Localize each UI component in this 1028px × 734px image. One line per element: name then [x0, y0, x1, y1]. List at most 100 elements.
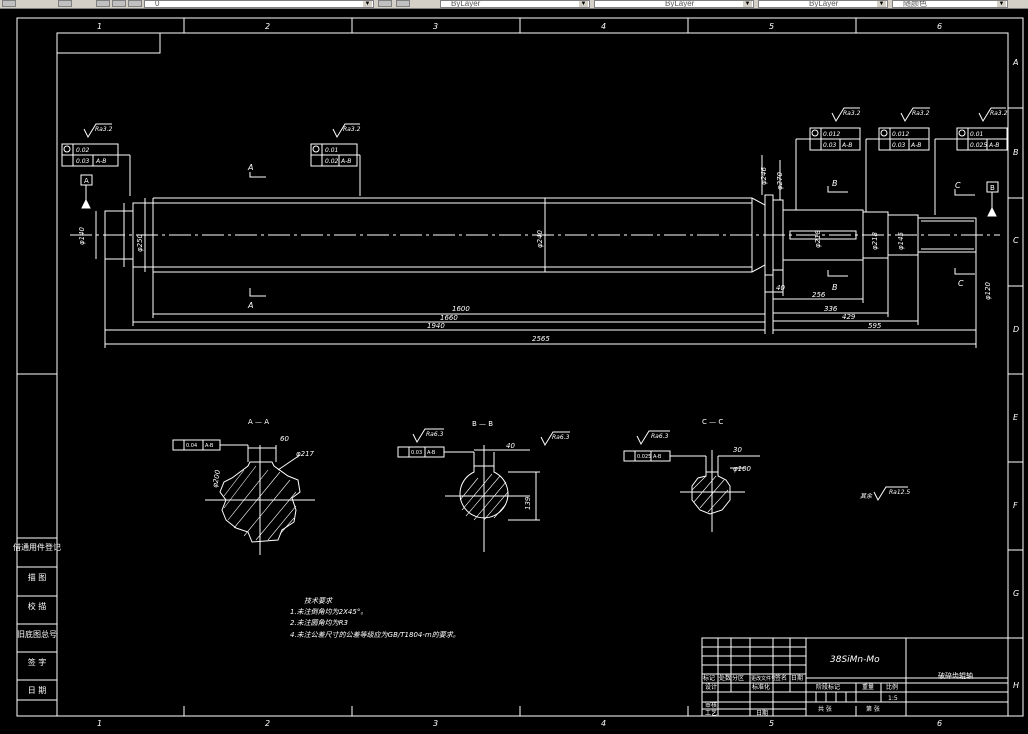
zone-row-label: B — [1013, 148, 1019, 157]
dim-1600: 1600 — [452, 305, 470, 313]
title-change-no: 更改文件号 — [751, 675, 776, 682]
linetype-dropdown[interactable]: ByLayer ▼ — [594, 0, 754, 8]
title-material: 38SiMn-Mo — [830, 655, 880, 665]
side-cell-text: 日 期 — [28, 686, 47, 695]
drawing-canvas[interactable]: 1 2 3 4 5 6 1 2 3 4 5 6 A B C D E F G H … — [0, 9, 1028, 734]
lineweight-dropdown-value: ByLayer — [809, 0, 839, 8]
zone-row-label: C — [1013, 236, 1019, 245]
dim-dia-r2: φ218 — [871, 231, 879, 250]
layer-previous-icon[interactable] — [396, 0, 410, 7]
title-check: 审核 — [705, 701, 717, 709]
zone-col-label: 6 — [937, 22, 942, 31]
datum-markers — [80, 174, 999, 217]
section-b-dim: 139 — [524, 496, 532, 510]
lineweight-dropdown[interactable]: ByLayer▼ — [758, 0, 888, 8]
title-standardize: 标准化 — [752, 683, 770, 691]
title-process: 工艺 — [705, 709, 717, 717]
zone-col-label: 6 — [937, 719, 942, 728]
roughness-label: Ra6.3 — [426, 431, 444, 438]
make-current-icon[interactable] — [378, 0, 392, 7]
title-sign: 签名 — [775, 674, 787, 682]
fcf-ref: A-B — [205, 443, 214, 449]
chevron-down-icon: ▼ — [743, 1, 752, 7]
notes-line: 2.未注圆角均为R3 — [290, 619, 348, 627]
title-mark: 标记 — [703, 674, 715, 682]
zone-labels: 1 2 3 4 5 6 1 2 3 4 5 6 A B C D E F G H — [97, 22, 1019, 728]
dim-429: 429 — [842, 313, 856, 321]
chevron-down-icon: ▼ — [997, 1, 1006, 7]
section-c-title: C — C — [702, 418, 723, 426]
feature-control-frames — [61, 127, 1008, 215]
title-weight: 重量 — [862, 683, 874, 691]
zone-row-label: A — [1012, 58, 1018, 67]
zone-col-label: 2 — [265, 719, 270, 728]
dim-dia-left2: φ250 — [136, 233, 144, 252]
chevron-down-icon: ▼ — [363, 1, 372, 7]
corner-box — [56, 32, 161, 54]
side-cell-text: 描 图 — [28, 572, 47, 582]
fcf-value: 0.03 — [892, 142, 906, 149]
section-label-b: B — [832, 179, 838, 188]
section-c-view — [623, 450, 760, 532]
dim-595: 595 — [868, 322, 882, 330]
roughness-label: Ra3.2 — [95, 126, 113, 133]
title-date: 日期 — [791, 674, 803, 682]
layer-on-icon[interactable] — [96, 0, 110, 7]
roughness-label: Ra3.2 — [912, 110, 930, 117]
zone-row-label: D — [1013, 325, 1019, 334]
zone-col-label: 5 — [769, 719, 774, 728]
side-registration-table — [16, 537, 58, 701]
fcf-value: 0.012 — [892, 131, 909, 138]
roughness-rest: 其余 — [860, 492, 873, 500]
section-label-b: B — [832, 283, 838, 292]
section-b-view — [397, 445, 540, 552]
notes-heading: 技术要求 — [304, 597, 333, 605]
linetype-dropdown-value: ByLayer — [665, 0, 695, 8]
layer-dropdown[interactable]: 0▼ — [144, 0, 374, 8]
dim-dia-top1: φ246 — [760, 166, 768, 185]
layer-state-icon[interactable] — [58, 0, 72, 7]
technical-notes: 技术要求 1.未注倒角均为2X45°。 2.未注圆角均为R3 4.未注公差尺寸的… — [290, 597, 460, 639]
roughness-label: Ra3.2 — [843, 110, 861, 117]
layer-lock-icon[interactable] — [128, 0, 142, 7]
fcf-ref: A-B — [988, 142, 999, 149]
section-b-title: B — B — [472, 420, 493, 428]
outer-frame — [16, 17, 1024, 717]
dim-1940: 1940 — [427, 322, 445, 330]
zone-col-label: 3 — [433, 719, 438, 728]
zone-col-label: 3 — [433, 22, 438, 31]
section-b-dim: 40 — [506, 442, 515, 450]
section-c-dim: φ100 — [733, 465, 752, 473]
shaft-main-view — [70, 194, 1000, 276]
title-scale-value: 1:5 — [888, 695, 898, 702]
section-a-dim: φ200 — [211, 469, 222, 489]
title-sheet-no: 第 张 — [866, 705, 880, 713]
fcf-value: 0.01 — [325, 147, 338, 154]
datum-a-label: A — [84, 177, 89, 185]
dim-dia-left: φ140 — [78, 226, 86, 245]
zone-col-label: 5 — [769, 22, 774, 31]
title-count: 处数 — [719, 674, 731, 682]
zone-col-label: 4 — [601, 719, 606, 728]
section-c-dim: 30 — [733, 446, 742, 454]
dimension-lines — [95, 155, 977, 348]
dim-dia-top2: φ270 — [776, 171, 784, 190]
color-dropdown[interactable]: ByLayer▼ — [440, 0, 590, 8]
fcf-ref: A-B — [95, 158, 106, 165]
plotstyle-dropdown[interactable]: 随颜色 ▼ — [892, 0, 1008, 8]
section-label-a: A — [247, 301, 253, 310]
section-a-view — [172, 439, 315, 555]
layer-manager-icon[interactable] — [2, 0, 16, 7]
chevron-down-icon: ▼ — [579, 1, 588, 7]
fcf-ref: A-B — [910, 142, 921, 149]
layer-freeze-icon[interactable] — [112, 0, 126, 7]
zone-ticks — [17, 18, 1023, 716]
fcf-value: 0.03 — [76, 158, 90, 165]
section-a-dim: φ217 — [296, 450, 315, 458]
inner-frame — [56, 32, 1009, 717]
plotstyle-dropdown-value: 随颜色 — [903, 0, 927, 8]
zone-col-label: 1 — [97, 719, 102, 728]
section-label-a: A — [247, 163, 253, 172]
side-cell-text: 校 描 — [28, 601, 47, 611]
side-cell-text: 借通用件登记 — [13, 542, 61, 552]
